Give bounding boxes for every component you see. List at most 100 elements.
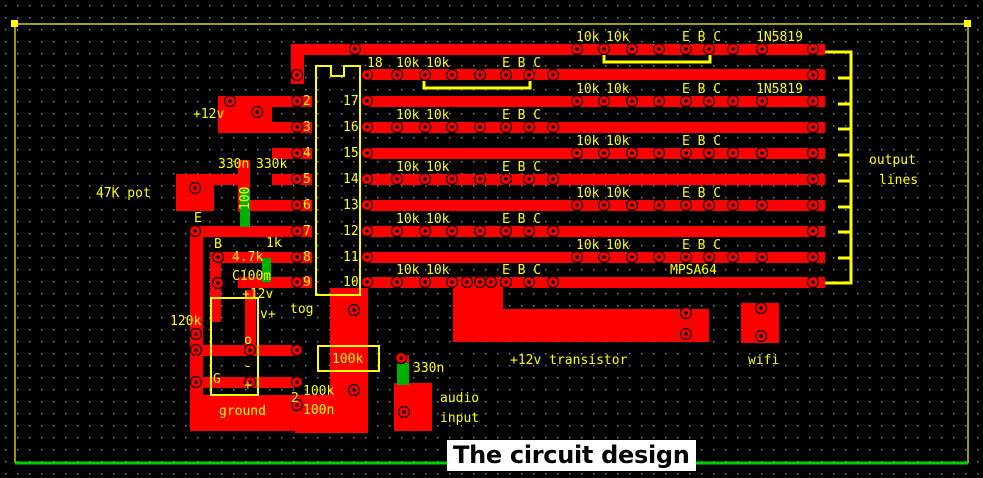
corner-marker-left [11, 20, 18, 27]
via-hole [193, 229, 197, 233]
via-hole [295, 203, 299, 207]
ic-pin-right-12: 12 [343, 224, 359, 239]
label-output: output [869, 153, 916, 168]
via-hole [194, 380, 198, 384]
via-hole [504, 125, 508, 129]
via-hole [504, 73, 508, 77]
via-hole [811, 73, 815, 77]
label-r-r2-a: 10k [576, 82, 600, 97]
label-r-r7-a: 10k [396, 212, 420, 227]
via-hole [657, 47, 661, 51]
label-diode-r2: 1N5819 [756, 82, 803, 97]
resistor-100k-body [317, 345, 380, 372]
via-hole [248, 380, 252, 384]
label-r-r9-a: 10k [396, 263, 420, 278]
via-hole [365, 229, 369, 233]
label-r47k: 4.7k [232, 250, 263, 265]
label-r-r3-a: 10k [396, 108, 420, 123]
via-hole [194, 348, 198, 352]
via-hole [684, 151, 688, 155]
label-r-r6-a: 10k [576, 186, 600, 201]
via-hole [295, 403, 299, 407]
via-hole [760, 203, 764, 207]
label-r-r6-b: 10k [606, 186, 630, 201]
via-hole [478, 229, 482, 233]
label-r-r1-b: 10k [426, 56, 450, 71]
via-hole [575, 99, 579, 103]
via-hole [811, 177, 815, 181]
label-r330k: 330k [256, 157, 287, 172]
via-hole [551, 280, 555, 284]
via-hole [811, 99, 815, 103]
ic-pin-left-2: 2 [303, 94, 311, 109]
label-r-top1-b: 10k [606, 30, 630, 45]
via-hole [295, 348, 299, 352]
via-hole [684, 47, 688, 51]
label-lines: lines [879, 173, 918, 188]
via-hole [811, 229, 815, 233]
label-transistor-pad: +12v transistor [510, 353, 628, 368]
via-hole [657, 99, 661, 103]
via-hole [731, 151, 735, 155]
via-hole [811, 280, 815, 284]
via-hole [575, 47, 579, 51]
label-ebc-r4: E B C [682, 134, 721, 149]
label-r120k: 120k [170, 314, 201, 329]
label-r-top1-a: 10k [576, 30, 600, 45]
via-hole [630, 99, 634, 103]
jumpers [240, 189, 409, 385]
via-hole [707, 151, 711, 155]
label-op-minus: - [244, 359, 252, 374]
label-mpsa: MPSA64 [670, 263, 717, 278]
label-c100m: C100m [232, 269, 271, 284]
via-hole [602, 151, 606, 155]
label-plus12v-b: +12v [242, 287, 273, 302]
via-hole [527, 73, 531, 77]
via-hole [731, 47, 735, 51]
label-tog: tog [290, 302, 313, 317]
via-hole [504, 280, 508, 284]
label-ebc-top1: E B C [682, 30, 721, 45]
via-hole [684, 99, 688, 103]
ic-pin-right-13: 13 [343, 198, 359, 213]
via-hole [395, 280, 399, 284]
via-hole [657, 151, 661, 155]
via-hole [760, 47, 764, 51]
label-r-r5-b: 10k [426, 160, 450, 175]
silkscreen-labels: 10k 10k E B C 1N5819 18 10k 10k E B C 10… [96, 30, 918, 426]
label-plus12v-a: +12v [193, 107, 224, 122]
via-hole [478, 125, 482, 129]
via-hole [352, 308, 356, 312]
label-e: E [194, 211, 202, 226]
label-ebc-r7: E B C [502, 212, 541, 227]
label-r-r4-a: 10k [576, 134, 600, 149]
label-input: input [440, 411, 479, 426]
via-hole [295, 177, 299, 181]
label-ebc-r6: E B C [682, 186, 721, 201]
via-hole [575, 255, 579, 259]
via-hole [423, 125, 427, 129]
via-hole [707, 47, 711, 51]
via-hole [365, 177, 369, 181]
via-hole [423, 73, 427, 77]
via-hole [295, 255, 299, 259]
via-hole [657, 203, 661, 207]
via-hole [551, 73, 555, 77]
label-r100-vertical: 100 [238, 187, 253, 210]
ic-outline [315, 65, 361, 296]
via-hole [707, 203, 711, 207]
via-hole [489, 280, 493, 284]
via-hole [295, 380, 299, 384]
via-hole [527, 125, 531, 129]
label-op-o: o [244, 333, 252, 348]
via-hole [731, 203, 735, 207]
via-hole [684, 311, 688, 315]
via-hole [465, 280, 469, 284]
label-pin2: 2 [291, 391, 299, 406]
via-hole [504, 229, 508, 233]
label-ground: ground [219, 404, 266, 419]
via-hole [630, 151, 634, 155]
via-hole [423, 280, 427, 284]
via-hole [216, 255, 220, 259]
label-diode-top1: 1N5819 [756, 30, 803, 45]
